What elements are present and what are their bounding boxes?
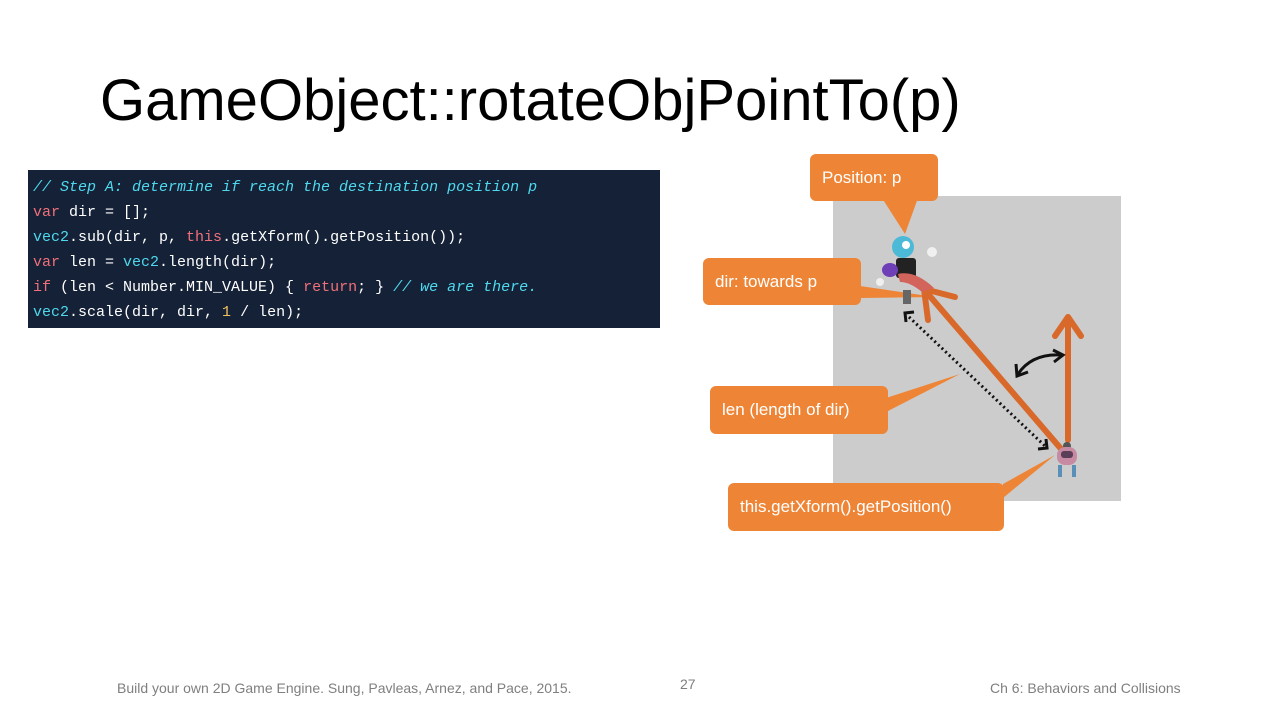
callout-tail-dir: [860, 286, 935, 298]
code-token: .getXform().getPosition());: [222, 229, 466, 246]
front-arrow: [1052, 314, 1084, 443]
code-token: var: [33, 254, 61, 271]
callout-this-position: this.getXform().getPosition(): [728, 483, 1004, 531]
code-token: .scale(dir, dir,: [69, 304, 223, 321]
callout-position: Position: p: [810, 154, 938, 201]
code-token: .length(dir);: [159, 254, 277, 271]
code-line: if (len < Number.MIN_VALUE) { return; } …: [33, 275, 660, 300]
double-arrow-icon: [903, 310, 1049, 451]
code-token: this: [186, 229, 223, 246]
code-token: vec2: [33, 229, 70, 246]
callout-tail-position: [882, 198, 918, 234]
code-token: if: [33, 279, 52, 296]
footer-citation: Build your own 2D Game Engine. Sung, Pav…: [117, 680, 572, 696]
code-token: (len < Number.MIN_VALUE) {: [51, 279, 304, 296]
code-token: / len);: [231, 304, 304, 321]
code-token: 1: [222, 304, 232, 321]
callout-tail-this-pos: [1003, 455, 1055, 498]
callout-len: len (length of dir): [710, 386, 888, 434]
slide-title: GameObject::rotateObjPointTo(p): [100, 68, 961, 133]
code-token: len =: [60, 254, 124, 271]
code-token: ; }: [357, 279, 394, 296]
code-token: var: [33, 204, 61, 221]
code-line: // Step A: determine if reach the destin…: [33, 175, 660, 200]
code-token: // Step A: determine if reach the destin…: [33, 179, 538, 196]
footer-chapter: Ch 6: Behaviors and Collisions: [990, 680, 1181, 696]
callout-dir: dir: towards p: [703, 258, 861, 305]
code-line: vec2.scale(dir, dir, 1 / len);: [33, 300, 660, 325]
page-number: 27: [680, 676, 696, 692]
callout-tail-len: [886, 374, 960, 412]
code-token: dir = [];: [60, 204, 151, 221]
minion-sprite-icon: [1057, 442, 1077, 477]
code-line: vec2.sub(dir, p, this.getXform().getPosi…: [33, 225, 660, 250]
code-token: vec2: [33, 304, 70, 321]
code-token: vec2: [123, 254, 160, 271]
hero-sprite-icon: [876, 236, 937, 304]
code-token: .sub(dir, p,: [69, 229, 187, 246]
code-line: var len = vec2.length(dir);: [33, 250, 660, 275]
code-token: // we are there.: [393, 279, 538, 296]
rotation-arc-icon: [1014, 348, 1066, 379]
code-line: var dir = [];: [33, 200, 660, 225]
code-token: return: [303, 279, 358, 296]
code-block: // Step A: determine if reach the destin…: [28, 170, 660, 328]
